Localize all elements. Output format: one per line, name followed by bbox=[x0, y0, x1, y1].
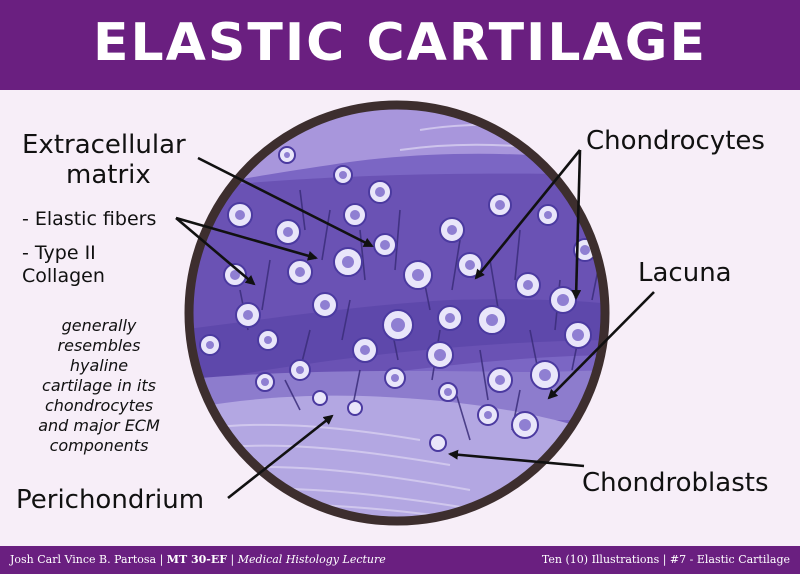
footer-separator: | bbox=[159, 553, 167, 566]
footer-series-info: Ten (10) Illustrations | #7 - Elastic Ca… bbox=[542, 553, 790, 566]
label-type-ii-line2: Collagen bbox=[22, 265, 105, 287]
label-lacuna: Lacuna bbox=[638, 258, 732, 288]
label-arrows bbox=[175, 149, 655, 500]
label-elastic-fibers: - Elastic fibers bbox=[22, 208, 157, 230]
note-line: and major ECM bbox=[38, 416, 160, 435]
note-line: generally bbox=[61, 316, 137, 335]
note-line: chondrocytes bbox=[44, 396, 154, 415]
footer-author: Josh Carl Vince B. Partosa bbox=[10, 553, 157, 566]
footer-course: MT 30-EF bbox=[166, 553, 228, 566]
footer-bar: Josh Carl Vince B. Partosa | MT 30-EF | … bbox=[0, 546, 800, 574]
footer-separator: | bbox=[662, 553, 670, 566]
footer-item: #7 - Elastic Cartilage bbox=[669, 553, 790, 566]
footer-series: Ten (10) Illustrations bbox=[541, 553, 660, 566]
chondrocyte-cells bbox=[199, 146, 597, 452]
micrograph-border bbox=[184, 100, 610, 526]
footer-lecture: Medical Histology Lecture bbox=[237, 553, 386, 566]
label-chondrocytes: Chondrocytes bbox=[586, 126, 765, 156]
description-note: generally resembles hyaline cartilage in… bbox=[14, 316, 184, 456]
label-perichondrium: Perichondrium bbox=[16, 485, 205, 515]
note-line: components bbox=[49, 436, 149, 455]
title-banner: ELASTIC CARTILAGE bbox=[0, 0, 800, 90]
label-chondroblasts: Chondroblasts bbox=[582, 468, 769, 498]
footer-separator: | bbox=[230, 553, 238, 566]
label-type-ii-line1: - Type II bbox=[22, 242, 96, 264]
note-line: hyaline bbox=[69, 356, 129, 375]
note-line: resembles bbox=[57, 336, 141, 355]
footer-credits: Josh Carl Vince B. Partosa | MT 30-EF | … bbox=[10, 553, 386, 566]
label-extracellular-matrix-line2: matrix bbox=[66, 160, 151, 190]
page-title: ELASTIC CARTILAGE bbox=[93, 13, 707, 73]
note-line: cartilage in its bbox=[42, 376, 156, 395]
label-extracellular-matrix-line1: Extracellular bbox=[22, 130, 186, 160]
